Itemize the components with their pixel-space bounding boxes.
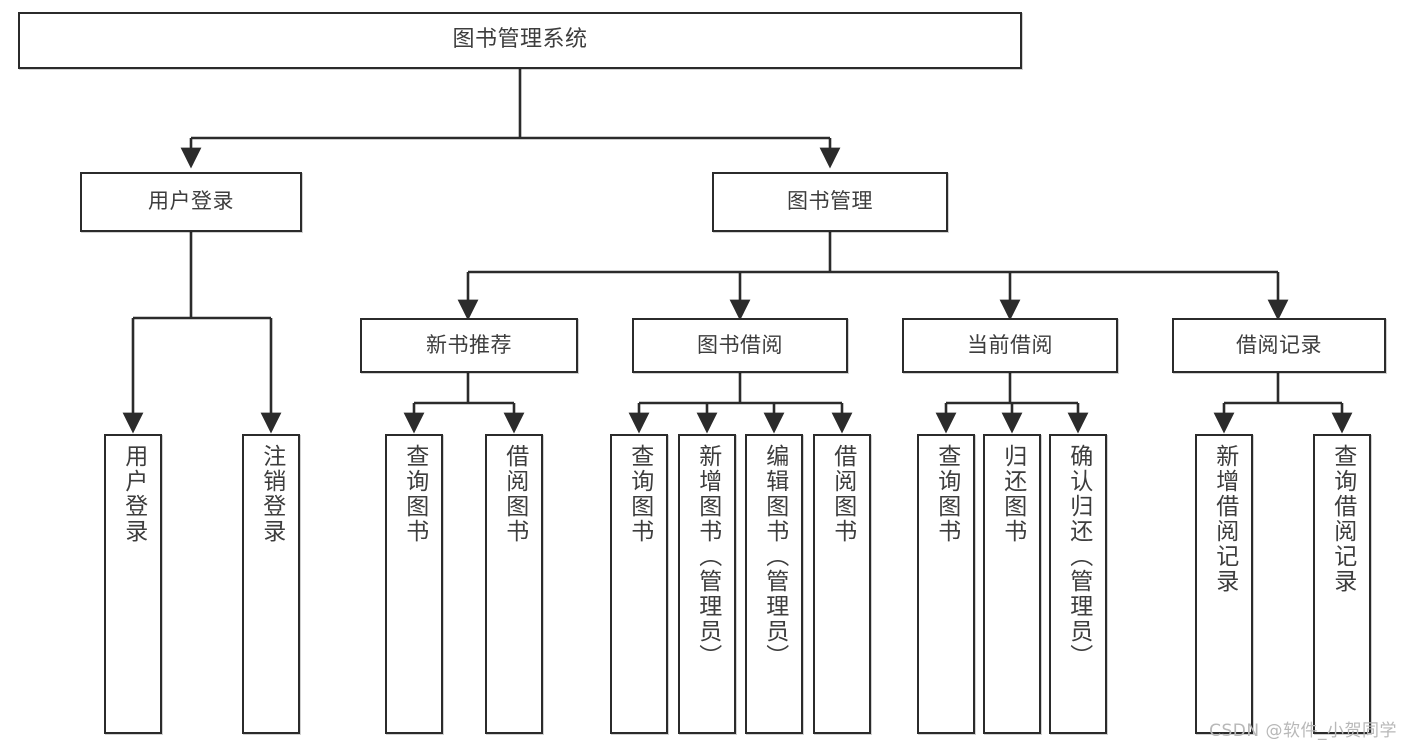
node-leaf-add-borrow-record[interactable]: 新增借阅记录	[1195, 434, 1253, 734]
node-label: 用户登录	[148, 189, 234, 214]
node-label: 新书推荐	[426, 332, 512, 357]
node-leaf-user-logout[interactable]: 注销登录	[242, 434, 300, 734]
node-leaf-query-book-recommend[interactable]: 查询图书	[385, 434, 443, 734]
node-label: 注销登录	[258, 444, 285, 544]
node-leaf-add-book-admin[interactable]: 新增图书（管理员）	[678, 434, 736, 734]
node-book-management[interactable]: 图书管理	[712, 172, 948, 232]
node-leaf-query-book-current[interactable]: 查询图书	[917, 434, 975, 734]
node-label: 归还图书	[999, 444, 1026, 544]
node-leaf-user-login[interactable]: 用户登录	[104, 434, 162, 734]
csdn-watermark: CSDN @软件_小贺同学	[1209, 721, 1397, 741]
node-new-book-recommend[interactable]: 新书推荐	[360, 318, 578, 373]
node-label: 确认归还（管理员）	[1065, 444, 1092, 669]
node-label: 查询图书	[933, 444, 960, 544]
node-label: 借阅图书	[829, 444, 856, 544]
node-leaf-query-book-borrow[interactable]: 查询图书	[610, 434, 668, 734]
node-label: 图书借阅	[697, 332, 783, 357]
node-leaf-return-book[interactable]: 归还图书	[983, 434, 1041, 734]
node-user-login[interactable]: 用户登录	[80, 172, 302, 232]
node-label: 图书管理	[787, 189, 873, 214]
node-leaf-confirm-return-admin[interactable]: 确认归还（管理员）	[1049, 434, 1107, 734]
node-leaf-borrow-book-recommend[interactable]: 借阅图书	[485, 434, 543, 734]
node-root-library-system[interactable]: 图书管理系统	[18, 12, 1022, 69]
node-label: 用户登录	[120, 444, 147, 544]
node-label: 当前借阅	[967, 332, 1053, 357]
node-label: 查询图书	[401, 444, 428, 544]
node-book-borrow[interactable]: 图书借阅	[632, 318, 848, 373]
node-leaf-edit-book-admin[interactable]: 编辑图书（管理员）	[745, 434, 803, 734]
node-label: 借阅图书	[501, 444, 528, 544]
node-borrow-records[interactable]: 借阅记录	[1172, 318, 1386, 373]
node-label: 借阅记录	[1236, 332, 1322, 357]
node-label: 新增借阅记录	[1211, 444, 1238, 594]
node-label: 新增图书（管理员）	[694, 444, 721, 669]
node-label: 查询图书	[626, 444, 653, 544]
node-label: 查询借阅记录	[1329, 444, 1356, 594]
node-label: 图书管理系统	[452, 27, 588, 53]
node-current-borrow[interactable]: 当前借阅	[902, 318, 1118, 373]
node-label: 编辑图书（管理员）	[761, 444, 788, 669]
node-leaf-borrow-book[interactable]: 借阅图书	[813, 434, 871, 734]
node-leaf-query-borrow-record[interactable]: 查询借阅记录	[1313, 434, 1371, 734]
